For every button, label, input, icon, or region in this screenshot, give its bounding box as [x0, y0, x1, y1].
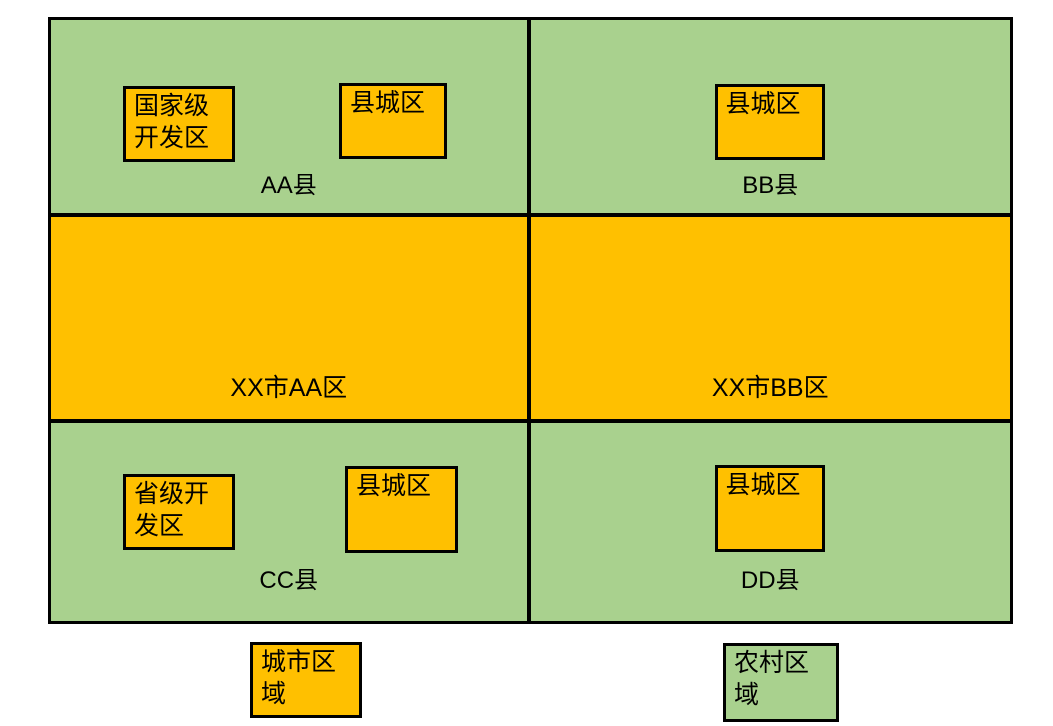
region-label-aa: AA县	[260, 172, 317, 200]
county-seat-box-dd: 县城区	[714, 465, 825, 552]
national-dev-zone-box: 国家级开发区	[123, 86, 235, 162]
region-cell-dd-county: 县城区 DD县	[530, 423, 1010, 621]
region-cell-bb-county: 县城区 BB县	[530, 20, 1010, 217]
county-seat-box-aa: 县城区	[339, 83, 447, 159]
county-seat-box-bb: 县城区	[714, 84, 825, 160]
county-seat-box-cc: 县城区	[345, 466, 458, 553]
region-label-xx-aa: XX市AA区	[230, 374, 348, 403]
region-cell-xx-aa-district: XX市AA区	[51, 217, 531, 423]
provincial-dev-zone-box: 省级开发区	[123, 474, 235, 550]
region-label-cc: CC县	[259, 567, 319, 595]
region-cell-xx-bb-district: XX市BB区	[530, 217, 1010, 423]
legend-urban-area: 城市区域	[250, 642, 362, 718]
region-label-bb: BB县	[742, 172, 799, 200]
region-cell-cc-county: 省级开发区 县城区 CC县	[51, 423, 531, 621]
region-label-xx-bb: XX市BB区	[711, 374, 829, 403]
region-label-dd: DD县	[740, 567, 800, 595]
legend-rural-area: 农村区域	[723, 643, 839, 722]
region-grid: 国家级开发区 县城区 AA县 县城区 BB县 XX市AA区 XX市BB区 省级开…	[48, 17, 1013, 624]
region-cell-aa-county: 国家级开发区 县城区 AA县	[51, 20, 531, 217]
